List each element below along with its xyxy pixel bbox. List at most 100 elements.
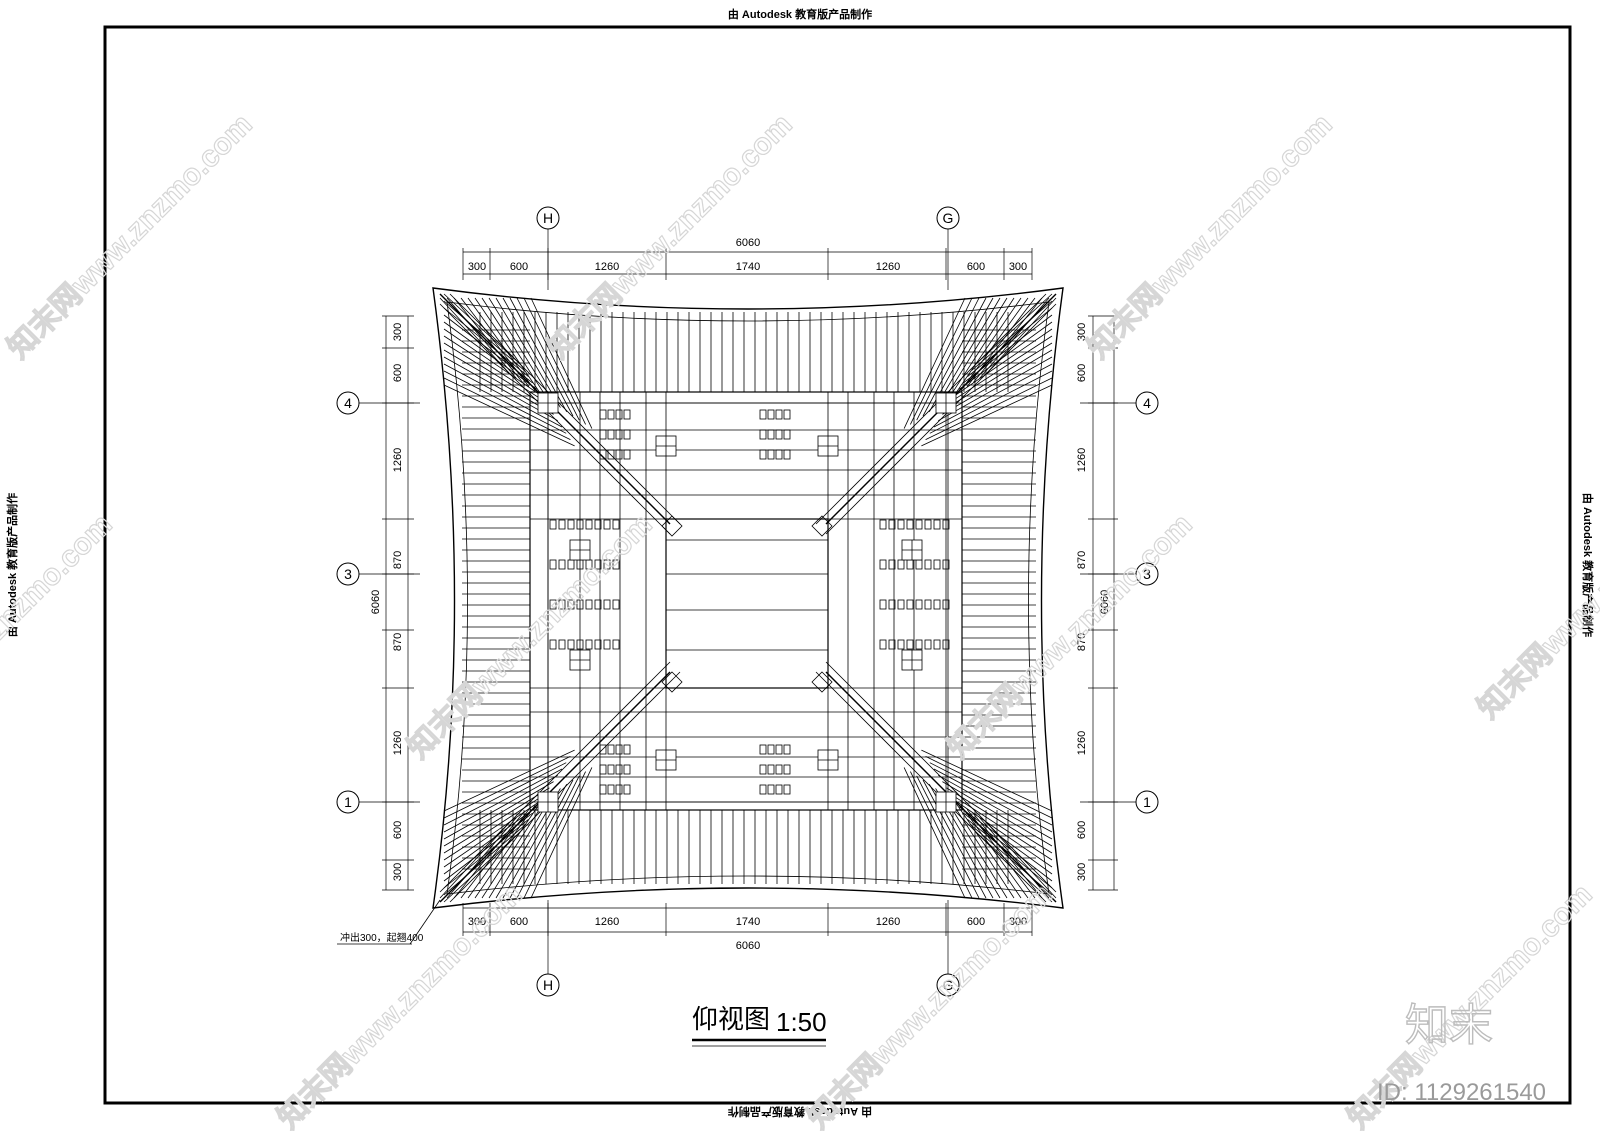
bracket-block	[888, 559, 896, 570]
corner-fan-rafter	[938, 774, 1053, 840]
dim-right-3: 870	[1076, 551, 1088, 569]
note-leader	[409, 899, 441, 945]
bracket-block	[576, 599, 584, 610]
hip-beam-edge	[815, 293, 1047, 525]
bracket-block	[612, 599, 620, 610]
bracket-block	[783, 764, 791, 775]
bracket-block	[576, 519, 584, 530]
bracket-block	[915, 559, 923, 570]
corner-fan-rafter	[925, 377, 1053, 440]
corner-fan-rafter	[946, 787, 1053, 854]
bracket-block	[888, 519, 896, 530]
corner-fan-rafter	[916, 775, 980, 899]
bracket-block	[623, 429, 631, 440]
corner-fan-rafter	[467, 297, 536, 392]
corner-fan-rafter	[946, 342, 1053, 409]
corner-fan-rafter	[481, 796, 549, 899]
watermark-3: 知末网www.znzmo.com	[1082, 108, 1339, 365]
axis-label-4-right: 4	[1143, 395, 1151, 411]
dim-left-4: 870	[392, 633, 404, 651]
bracket-block	[607, 449, 615, 460]
bracket-block	[615, 764, 623, 775]
axis-bubble-4-right	[1135, 391, 1159, 415]
bracket-block	[599, 449, 607, 460]
corner-fan-rafter	[947, 796, 1015, 899]
watermark-1: 知末网www.znzmo.com	[2, 108, 259, 365]
bracket-block	[623, 409, 631, 420]
axis-label-h-bottom: H	[543, 977, 553, 993]
bracket-block	[942, 559, 950, 570]
bracket-block	[767, 784, 775, 795]
dim-right-6: 600	[1076, 821, 1088, 839]
bracket-block	[615, 784, 623, 795]
bracket-block	[615, 449, 623, 460]
bracket-block	[933, 519, 941, 530]
corner-fan-rafter	[443, 781, 554, 847]
eave-inner-outline	[446, 301, 1050, 895]
bracket-block	[897, 559, 905, 570]
brand-logo: 知末	[1405, 1000, 1493, 1051]
axis-label-4-left: 4	[344, 395, 352, 411]
bracket-block	[767, 449, 775, 460]
bracket-block	[942, 519, 950, 530]
document-id: ID: 1129261540	[1377, 1079, 1546, 1106]
corner-fan-rafter	[967, 819, 1053, 889]
corner-fan-rafter	[523, 771, 586, 899]
dim-top-5: 600	[967, 261, 985, 273]
bracket-block	[897, 639, 905, 650]
axis-label-g-top: G	[943, 210, 954, 226]
bracket-block	[759, 764, 767, 775]
bracket-block	[783, 784, 791, 795]
bracket-block	[924, 599, 932, 610]
corner-fan-rafter	[495, 297, 561, 408]
bracket-block	[599, 429, 607, 440]
bracket-block	[607, 764, 615, 775]
bracket-block	[599, 764, 607, 775]
bracket-block	[594, 519, 602, 530]
dim-bottom-5: 600	[967, 916, 985, 928]
bracket-block	[607, 744, 615, 755]
central-corner-block	[661, 515, 683, 537]
corner-fan-rafter	[530, 297, 593, 429]
corner-fan-rafter	[443, 774, 558, 840]
bracket-block	[933, 639, 941, 650]
axis-label-h-top: H	[543, 210, 553, 226]
corner-fan-rafter	[958, 321, 1053, 390]
corner-fan-rafter	[443, 756, 571, 819]
corner-fan-rafter	[929, 370, 1053, 434]
bracket-block	[879, 559, 887, 570]
bracket-block	[759, 784, 767, 795]
dim-right-5: 1260	[1076, 731, 1088, 755]
bracket-block	[615, 429, 623, 440]
bracket-block	[879, 639, 887, 650]
dim-total-top: 6060	[736, 237, 760, 249]
corner-fan-rafter	[443, 335, 546, 403]
axis-label-3-left: 3	[344, 566, 352, 582]
corner-fan-rafter	[921, 384, 1053, 447]
bracket-block	[888, 599, 896, 610]
corner-fan-rafter	[443, 806, 538, 875]
dim-bottom-1: 600	[510, 916, 528, 928]
hip-beam-edge	[449, 293, 681, 525]
corner-fan-rafter	[947, 297, 1015, 400]
corner-fan-rafter	[921, 749, 1053, 812]
bracket-block	[549, 639, 557, 650]
bracket-block	[612, 519, 620, 530]
corner-fan-rafter	[443, 321, 538, 390]
corner-fan-rafter	[443, 342, 550, 409]
corner-fan-rafter	[453, 297, 523, 383]
dim-top-2: 1260	[595, 261, 619, 273]
sheet-border	[103, 25, 1572, 1105]
dim-top-1: 600	[510, 261, 528, 273]
bracket-block	[783, 429, 791, 440]
hip-beam-edge	[825, 303, 1057, 535]
bracket-block	[783, 409, 791, 420]
bracket-block	[594, 639, 602, 650]
corner-fan-rafter	[942, 781, 1053, 847]
axis-bubble-3-right	[1135, 562, 1159, 586]
bracket-block	[767, 409, 775, 420]
bracket-block	[585, 599, 593, 610]
corner-fan-rafter	[967, 307, 1053, 377]
corner-fan-rafter	[509, 779, 574, 899]
